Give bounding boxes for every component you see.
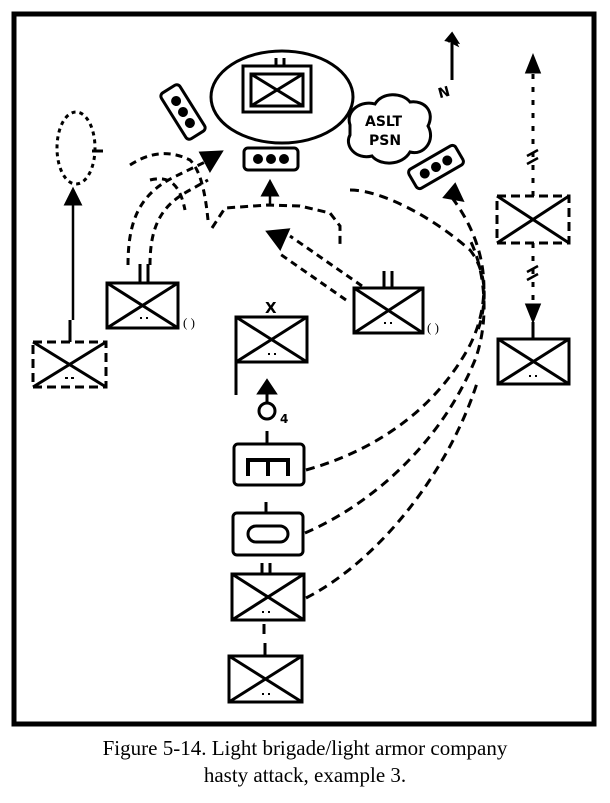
center-route <box>210 203 342 245</box>
lower-infantry-unit-symbol <box>230 563 306 634</box>
infantry-route <box>305 379 480 600</box>
right-center-attack-route <box>289 234 363 288</box>
left-unit-symbol <box>105 264 180 330</box>
center-unit-tag: X <box>265 299 277 317</box>
command-post-tag: 4 <box>280 412 288 426</box>
assault-position-label-1: ASLT <box>365 114 403 130</box>
assault-position-label-2: PSN <box>369 133 401 149</box>
right-center-unit-symbol <box>352 271 425 335</box>
far-right-unit-symbol <box>496 322 571 386</box>
far-left-unit-symbol <box>31 320 108 389</box>
north-label: N <box>436 84 451 102</box>
objective-oval <box>209 49 355 145</box>
assault-position-area <box>347 93 433 165</box>
engineer-unit-symbol <box>232 431 306 487</box>
unit-size-marks <box>140 317 537 695</box>
armor-unit-symbol <box>231 502 305 557</box>
figure-caption-line-1: Figure 5-14. Light brigade/light armor c… <box>102 736 508 760</box>
bottom-infantry-unit-symbol <box>227 643 304 704</box>
right-weapons-symbol <box>407 143 465 191</box>
left-weapons-symbol <box>159 83 207 141</box>
left-dotted-objective <box>55 110 97 186</box>
objective-weapons-symbol <box>242 146 300 172</box>
left-unit-tag: ( ) <box>183 315 195 330</box>
engineer-route <box>305 194 486 472</box>
figure-caption-line-2: hasty attack, example 3. <box>203 763 407 787</box>
objective-unit-symbol <box>241 58 313 114</box>
long-loop-route <box>349 188 486 331</box>
right-center-unit-tag: ( ) <box>427 320 439 335</box>
north-arrow-icon <box>444 31 461 80</box>
command-post-icon <box>256 378 278 421</box>
center-unit-symbol <box>234 315 309 395</box>
left-unit-attack-route <box>126 160 206 266</box>
